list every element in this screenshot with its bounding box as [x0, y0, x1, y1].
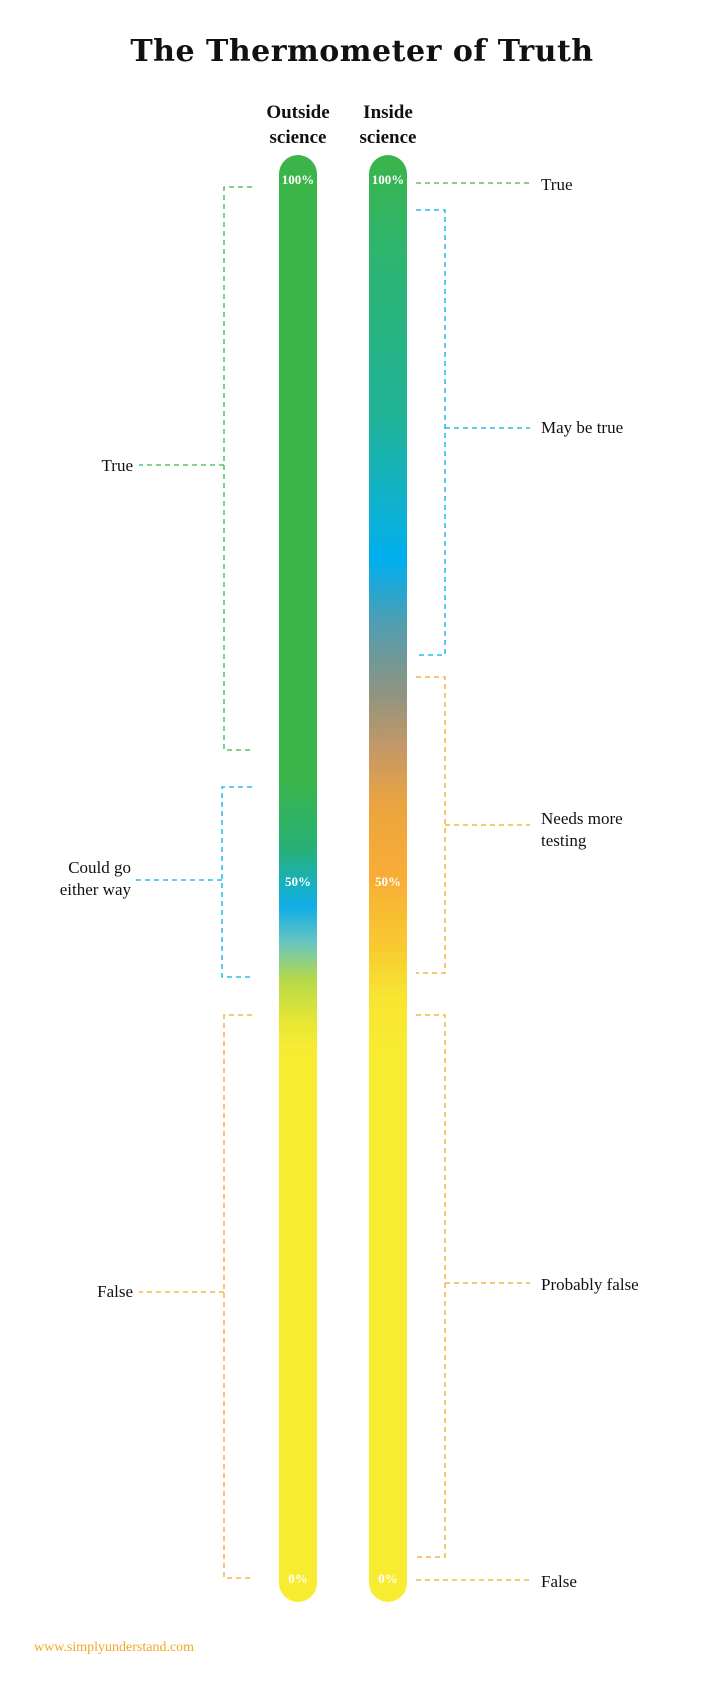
- column-header-outside-science: Outside science: [248, 100, 348, 150]
- outside-either-label-line2: either way: [59, 880, 131, 899]
- inside-true-label: True: [541, 175, 573, 194]
- inside-probably-false-bracket: [416, 1014, 530, 1558]
- inside-middle-percent: 50%: [375, 874, 401, 889]
- outside-either-label-line1: Could go: [68, 858, 131, 877]
- outside-middle-percent: 50%: [285, 874, 311, 889]
- column-header-inside-science: Inside science: [338, 100, 438, 150]
- thermometer-outside-science: [279, 155, 317, 1602]
- inside-needs-testing-line1: Needs more: [541, 809, 623, 828]
- inside-may-be-true-label: May be true: [541, 418, 624, 437]
- column-header-outside-line1: Outside: [266, 102, 330, 123]
- page-title: The Thermometer of Truth: [130, 34, 594, 69]
- outside-false-label: False: [97, 1282, 133, 1301]
- outside-either-bracket: [134, 786, 252, 978]
- column-header-inside-line2: science: [359, 127, 417, 148]
- inside-bottom-percent: 0%: [378, 1571, 398, 1586]
- inside-may-be-true-bracket: [416, 209, 530, 656]
- inside-top-percent: 100%: [371, 172, 405, 187]
- outside-true-label: True: [101, 456, 134, 475]
- outside-false-bracket: [139, 1014, 252, 1579]
- inside-needs-testing-bracket: [416, 676, 530, 974]
- inside-needs-testing-line2: testing: [541, 831, 587, 850]
- thermometer-inside-science: [369, 155, 407, 1602]
- outside-top-percent: 100%: [281, 172, 315, 187]
- outside-bottom-percent: 0%: [288, 1571, 308, 1586]
- column-header-outside-line2: science: [269, 127, 327, 148]
- column-header-inside-line1: Inside: [363, 102, 413, 123]
- footer-url[interactable]: www.simplyunderstand.com: [34, 1640, 195, 1655]
- outside-true-bracket: [139, 186, 252, 751]
- inside-needs-testing-label: Needs more testing: [541, 808, 623, 852]
- inside-probably-false-label: Probably false: [541, 1275, 639, 1294]
- inside-false-label: False: [541, 1572, 577, 1591]
- outside-either-label: Could go either way: [30, 857, 131, 901]
